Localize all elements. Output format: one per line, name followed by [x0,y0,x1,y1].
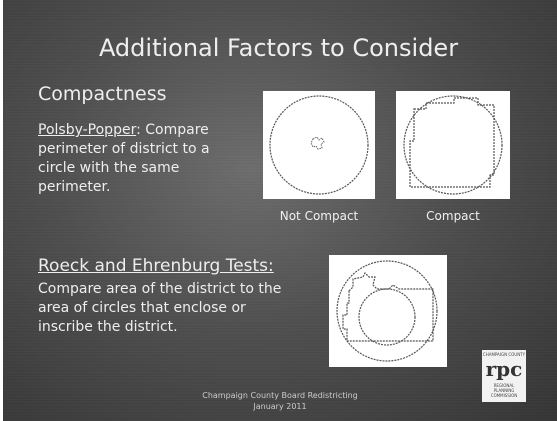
not-compact-diagram [269,95,369,195]
logo-sub-1: REGIONAL [493,383,515,388]
compact-caption: Compact [426,209,480,223]
compact-figure [396,91,510,199]
footer-line-2: January 2011 [253,402,307,411]
polsby-popper-label: Polsby-Popper [38,122,137,138]
slide-title: Additional Factors to Consider [98,34,459,62]
compact-diagram [403,95,503,195]
compactness-heading: Compactness [38,83,167,105]
roeck-diagram [336,260,438,362]
not-compact-figure [263,91,375,199]
not-compact-caption: Not Compact [279,209,359,223]
polsby-popper-text: Polsby-Popper: Compare perimeter of dist… [38,121,238,197]
slide-footer: Champaign County Board Redistricting Jan… [160,390,400,412]
logo-sub-3: COMMISSION [490,393,518,398]
polsby-popper-description: : Compare perimeter of district to a cir… [38,122,210,195]
logo-sub-2: PLANNING [493,388,515,393]
logo-top-text: CHAMPAIGN COUNTY [482,352,526,357]
footer-line-1: Champaign County Board Redistricting [202,391,358,400]
rpc-logo: CHAMPAIGN COUNTY rpc REGIONAL PLANNING C… [482,350,526,402]
roeck-figure [329,255,447,367]
roeck-ehrenburg-heading: Roeck and Ehrenburg Tests: [38,256,274,276]
logo-main-text: rpc [485,357,523,381]
left-edge [0,0,3,421]
roeck-ehrenburg-text: Compare area of the district to the area… [38,281,282,335]
